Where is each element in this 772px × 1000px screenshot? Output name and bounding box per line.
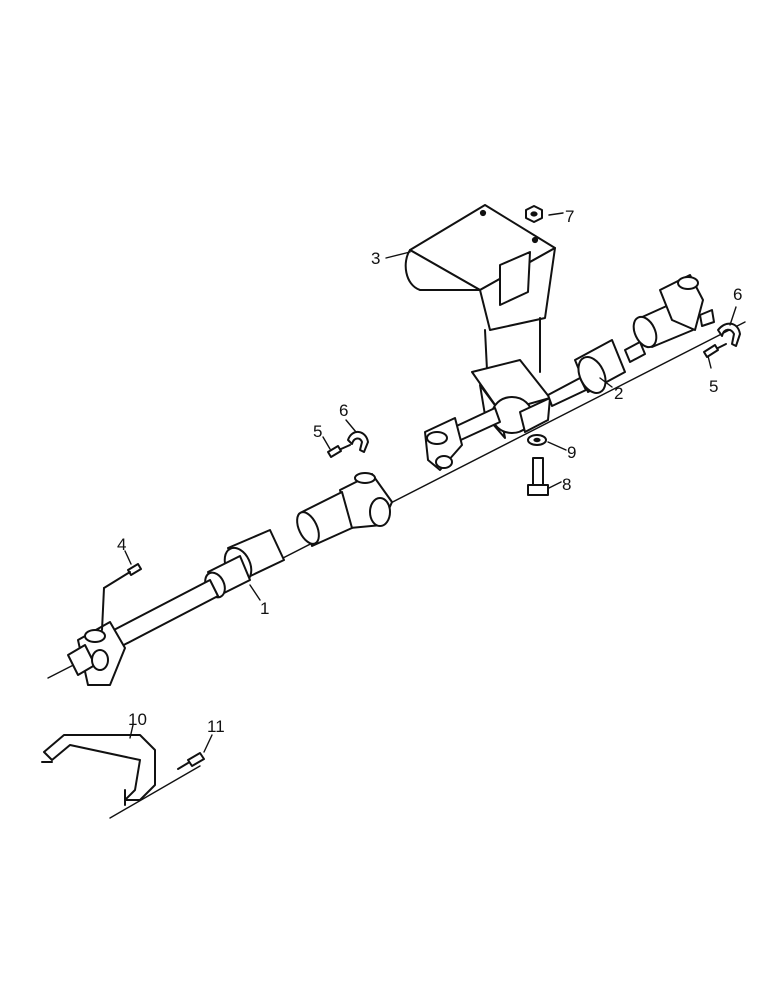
callout-4: 4	[117, 535, 126, 554]
guard-centerline	[109, 765, 201, 819]
leader-10	[129, 724, 134, 739]
mid-cap-screw	[327, 444, 351, 458]
front-yoke	[67, 621, 126, 686]
leader-6-mid	[345, 419, 357, 433]
leader-5-mid	[322, 436, 331, 450]
lock-nut	[525, 205, 543, 223]
rear-u-bolt-clamp	[717, 322, 741, 347]
callout-6-mid: 6	[339, 401, 348, 420]
hex-bolt	[527, 457, 549, 496]
callout-5-rear: 5	[709, 377, 718, 396]
callout-6-rear: 6	[733, 285, 742, 304]
leader-8	[548, 481, 562, 489]
center-bearing	[471, 359, 551, 439]
leader-7	[548, 212, 564, 216]
mid-u-bolt-clamp	[347, 431, 369, 453]
callout-3: 3	[371, 249, 380, 268]
rear-yoke	[659, 274, 715, 331]
callout-11: 11	[207, 717, 225, 736]
guard-bracket	[41, 734, 156, 806]
support-bracket	[404, 204, 556, 373]
callout-10: 10	[128, 710, 147, 729]
leader-4	[124, 550, 132, 565]
callout-8: 8	[562, 475, 571, 494]
guard-screw	[177, 752, 205, 770]
bearing-yoke	[424, 417, 463, 471]
callout-9: 9	[567, 443, 576, 462]
leader-1	[249, 584, 261, 601]
front-cap-screw	[101, 563, 142, 631]
flat-washer	[527, 434, 547, 446]
callout-2: 2	[614, 384, 623, 403]
leader-2	[599, 377, 613, 388]
leader-11	[203, 734, 213, 753]
callout-1: 1	[260, 599, 269, 618]
leader-5-rear	[707, 355, 712, 369]
rear-cap-screw	[703, 343, 727, 358]
leader-6-rear	[729, 306, 737, 326]
callout-5-mid: 5	[313, 422, 322, 441]
mid-slip-yoke	[339, 472, 393, 529]
leader-9	[547, 441, 567, 451]
leader-3	[385, 251, 411, 259]
front-shaft	[109, 529, 285, 649]
callout-7: 7	[565, 207, 574, 226]
